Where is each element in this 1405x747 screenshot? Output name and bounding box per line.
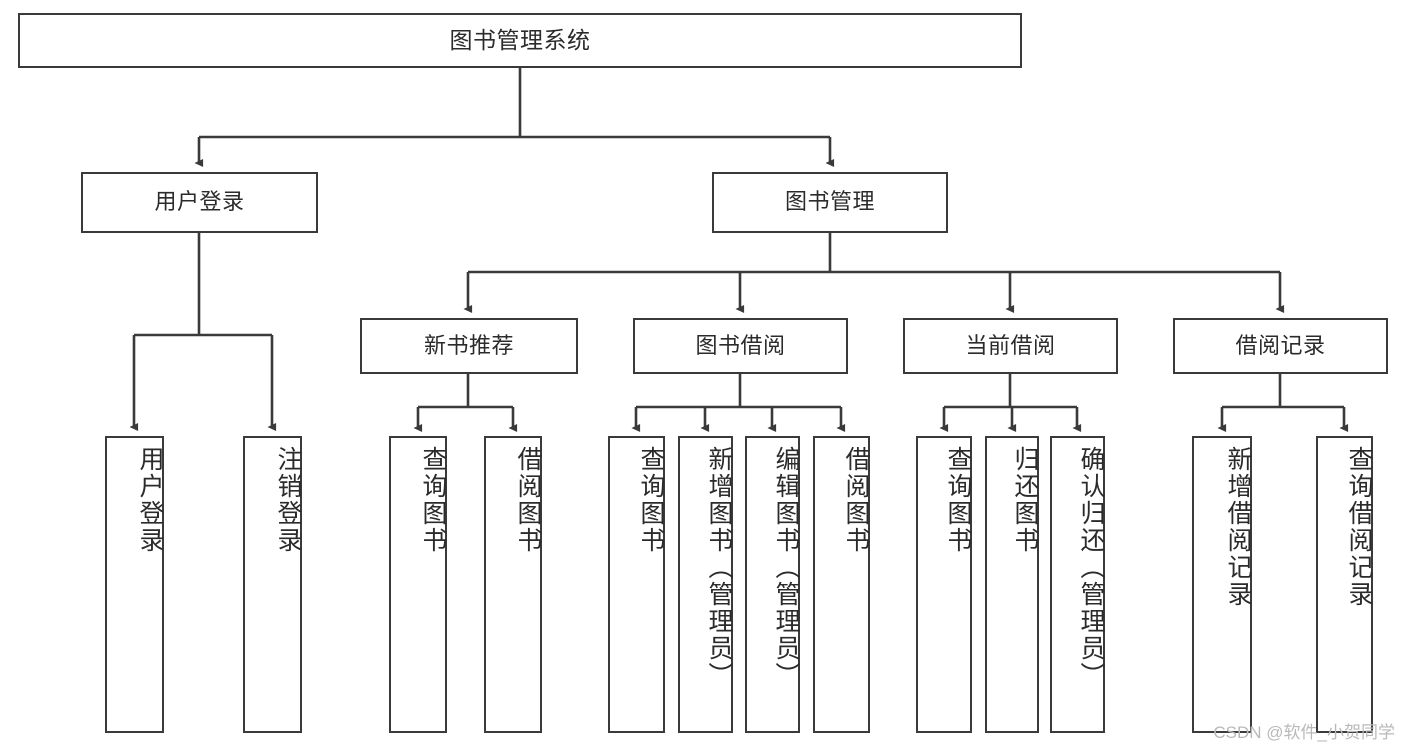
node-current-borrow[interactable]: 当前借阅 (903, 318, 1118, 374)
node-leaf-query-borrow-record[interactable]: 查询借阅记录 (1316, 436, 1373, 733)
node-new-book-rec-label: 新书推荐 (423, 332, 514, 358)
node-borrow-record[interactable]: 借阅记录 (1173, 318, 1388, 374)
node-book-manage-label: 图书管理 (784, 189, 875, 215)
node-root-label: 图书管理系统 (449, 26, 591, 53)
node-leaf-borrow-book-rec-label: 借阅图书 (514, 446, 542, 554)
node-leaf-query-book-borrow-label: 查询图书 (637, 446, 665, 554)
node-leaf-edit-book-admin[interactable]: 编辑图书（管理员） (745, 436, 800, 733)
node-leaf-add-borrow-record-label: 新增借阅记录 (1224, 446, 1252, 608)
node-root[interactable]: 图书管理系统 (18, 13, 1022, 68)
node-borrow-record-label: 借阅记录 (1235, 332, 1326, 358)
node-leaf-query-book-cur[interactable]: 查询图书 (916, 436, 972, 733)
node-current-borrow-label: 当前借阅 (965, 332, 1056, 358)
node-leaf-query-borrow-record-label: 查询借阅记录 (1345, 446, 1373, 608)
node-book-borrow[interactable]: 图书借阅 (633, 318, 848, 374)
node-leaf-query-book-rec-label: 查询图书 (419, 446, 447, 554)
node-leaf-borrow-book-rec[interactable]: 借阅图书 (484, 436, 542, 733)
node-leaf-return-book-label: 归还图书 (1011, 446, 1039, 554)
node-leaf-edit-book-admin-label: 编辑图书（管理员） (772, 446, 800, 689)
node-leaf-borrow-book[interactable]: 借阅图书 (813, 436, 870, 733)
node-leaf-add-book-admin[interactable]: 新增图书（管理员） (678, 436, 733, 733)
node-book-manage[interactable]: 图书管理 (712, 172, 948, 233)
node-leaf-return-book[interactable]: 归还图书 (985, 436, 1039, 733)
node-leaf-user-logout[interactable]: 注销登录 (243, 436, 302, 733)
node-user-login[interactable]: 用户登录 (81, 172, 318, 233)
node-leaf-query-book-rec[interactable]: 查询图书 (389, 436, 447, 733)
node-leaf-confirm-return-admin[interactable]: 确认归还（管理员） (1050, 436, 1105, 733)
node-leaf-query-book-borrow[interactable]: 查询图书 (608, 436, 665, 733)
node-leaf-user-login-label: 用户登录 (136, 446, 164, 554)
node-leaf-add-borrow-record[interactable]: 新增借阅记录 (1192, 436, 1252, 733)
node-leaf-user-logout-label: 注销登录 (274, 446, 302, 554)
node-user-login-label: 用户登录 (154, 189, 245, 215)
node-leaf-query-book-cur-label: 查询图书 (944, 446, 972, 554)
node-leaf-user-login[interactable]: 用户登录 (105, 436, 164, 733)
watermark: CSDN @软件_小贺同学 (1213, 723, 1395, 742)
node-leaf-borrow-book-label: 借阅图书 (842, 446, 870, 554)
node-leaf-confirm-return-admin-label: 确认归还（管理员） (1077, 446, 1105, 689)
node-new-book-rec[interactable]: 新书推荐 (360, 318, 578, 374)
node-book-borrow-label: 图书借阅 (695, 332, 786, 358)
node-leaf-add-book-admin-label: 新增图书（管理员） (705, 446, 733, 689)
